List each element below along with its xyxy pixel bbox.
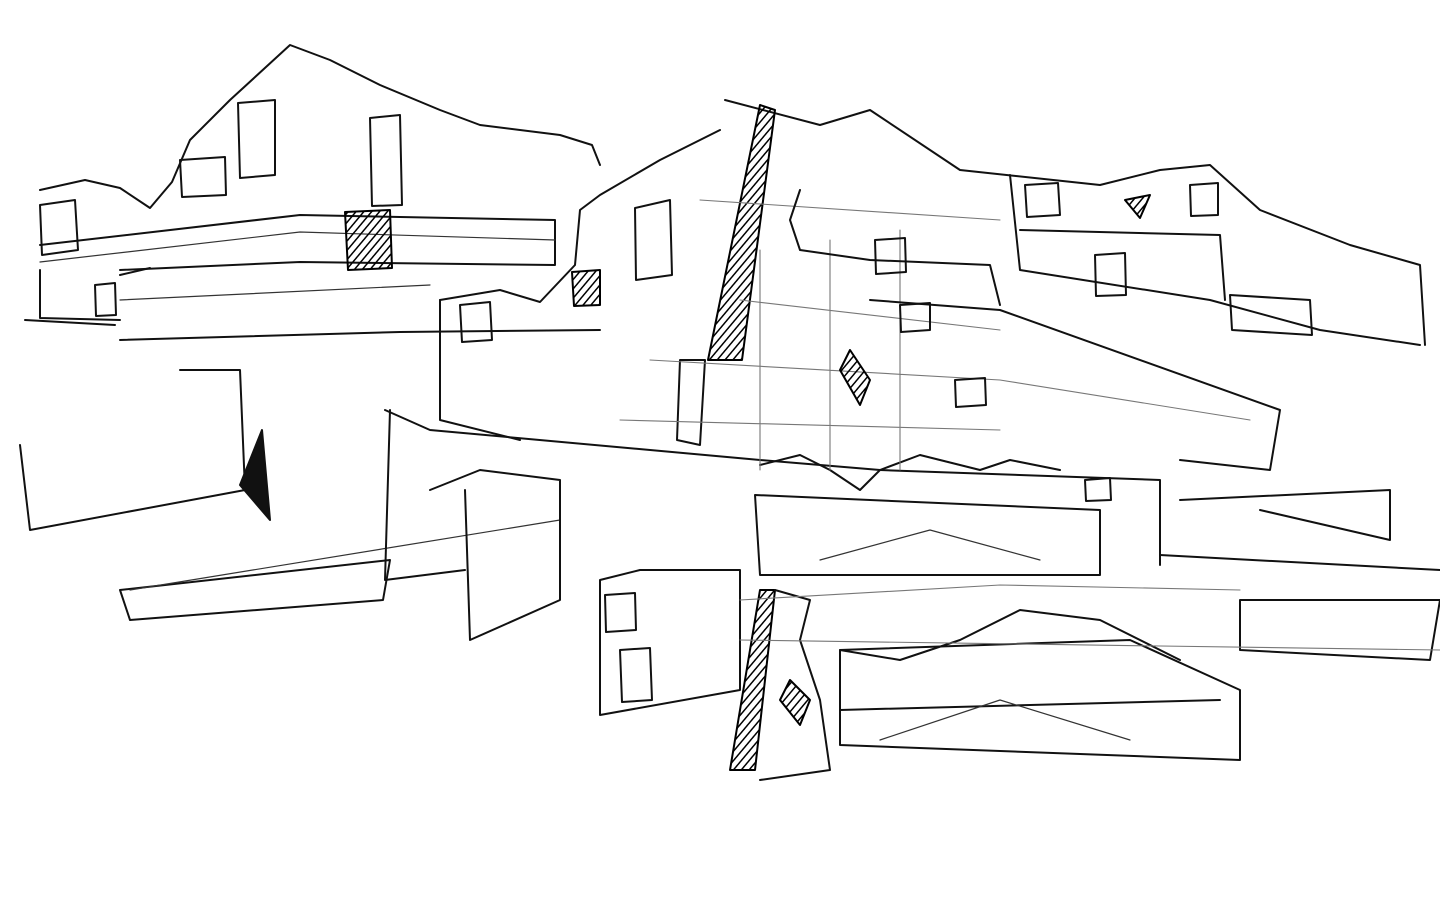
center-lower-band	[754, 494, 1101, 576]
center-ledge	[869, 299, 1281, 471]
center-ground-line	[384, 409, 1161, 566]
center-floating-box	[429, 469, 561, 641]
left-bottom-slab	[119, 559, 391, 621]
left-lower-box	[19, 369, 246, 531]
center-upper-wall	[676, 359, 706, 446]
center-small-windows	[874, 237, 1112, 502]
left-window-large	[237, 99, 276, 179]
center-curved-wall	[789, 189, 1001, 306]
left-building-cluster	[19, 44, 601, 621]
center-window-upper	[634, 199, 673, 281]
center-left-wall	[439, 299, 521, 441]
center-roof-left	[439, 129, 721, 303]
right-bottom-slab	[1239, 599, 1440, 661]
lower-band-line	[839, 699, 1221, 711]
left-diagonal-1	[119, 284, 561, 591]
lower-gable	[879, 699, 1131, 741]
lower-roof-wave	[839, 609, 1181, 661]
center-hatched-window	[571, 269, 601, 307]
center-building-cluster	[384, 99, 1426, 641]
left-hatched-opening	[344, 209, 393, 271]
right-building-cluster	[1009, 174, 1440, 661]
lower-hatched-column	[729, 589, 776, 771]
center-dark-curve	[839, 349, 871, 406]
lower-long-box	[839, 639, 1241, 761]
left-base	[24, 269, 121, 326]
lower-horizon	[739, 584, 1440, 651]
left-upper-band	[39, 214, 556, 271]
left-band-line	[39, 231, 556, 263]
lower-dark-curve	[779, 679, 811, 726]
lower-left-house	[599, 569, 741, 716]
left-side-block	[39, 199, 79, 256]
right-windows-row	[1094, 252, 1313, 336]
left-base-windows	[94, 267, 151, 317]
center-wall-drop	[384, 409, 466, 581]
right-tail-box	[1179, 489, 1391, 541]
right-roof-volume	[1009, 174, 1421, 346]
lower-building-cluster	[599, 569, 1440, 781]
center-wavy-roof	[759, 454, 1061, 491]
center-ghost-lines	[619, 199, 1251, 471]
left-lower-corner-ink	[239, 429, 271, 521]
right-horizon	[1159, 554, 1440, 571]
left-long-horizon	[119, 329, 601, 341]
center-hatched-column	[707, 104, 776, 361]
center-gable	[819, 529, 1041, 561]
right-hatched-notch	[1124, 194, 1151, 219]
right-window-1	[1024, 182, 1061, 218]
lower-left-windows	[604, 592, 653, 703]
left-window-small	[179, 156, 227, 198]
center-roof-ridge	[724, 99, 1426, 346]
left-window-tall	[369, 114, 403, 207]
right-window-2	[1189, 182, 1219, 217]
right-upper-box	[1019, 229, 1226, 301]
lower-tower-outline	[759, 589, 831, 781]
left-roofline	[39, 44, 601, 209]
